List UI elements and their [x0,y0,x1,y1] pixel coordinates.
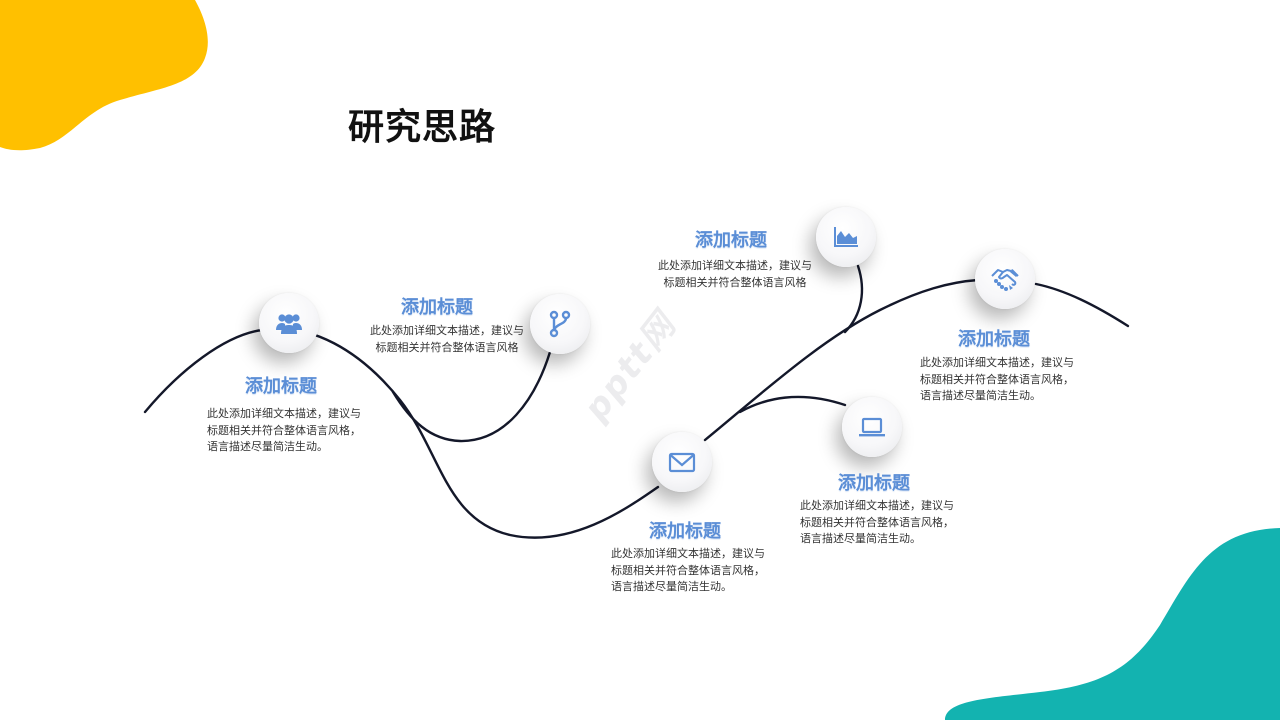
step-1-desc: 此处添加详细文本描述，建议与标题相关并符合整体语言风格，语言描述尽量简洁生动。 [207,407,361,453]
yellow-blob-decoration [0,0,208,151]
step-6-node [975,249,1035,309]
step-4-node [816,207,876,267]
page-title: 研究思路 [348,107,497,148]
users-group-icon [276,314,302,334]
step-3-desc: 此处添加详细文本描述，建议与标题相关并符合整体语言风格，语言描述尽量简洁生动。 [611,547,765,593]
step-1-node [259,293,319,353]
step-4-desc: 此处添加详细文本描述，建议与标题相关并符合整体语言风格 [658,259,812,289]
step-6-desc: 此处添加详细文本描述，建议与标题相关并符合整体语言风格，语言描述尽量简洁生动。 [920,356,1074,402]
step-5-desc: 此处添加详细文本描述，建议与标题相关并符合整体语言风格，语言描述尽量简洁生动。 [800,499,954,545]
git-branch-icon [549,310,571,338]
step-3-node [652,432,712,492]
step-2-desc: 此处添加详细文本描述，建议与标题相关并符合整体语言风格 [370,324,524,354]
step-5-title: 添加标题 [838,473,910,494]
step-6-title: 添加标题 [958,329,1030,350]
handshake-icon [991,269,1019,291]
step-5-node [842,397,902,457]
step-4-title: 添加标题 [695,230,767,251]
step-2-title: 添加标题 [401,297,473,318]
laptop-icon [859,417,885,437]
area-chart-icon [834,227,858,247]
step-1-title: 添加标题 [245,376,317,397]
step-3-title: 添加标题 [649,521,721,542]
teal-blob-decoration [945,528,1280,720]
step-2-node [530,294,590,354]
mail-icon [668,452,696,473]
